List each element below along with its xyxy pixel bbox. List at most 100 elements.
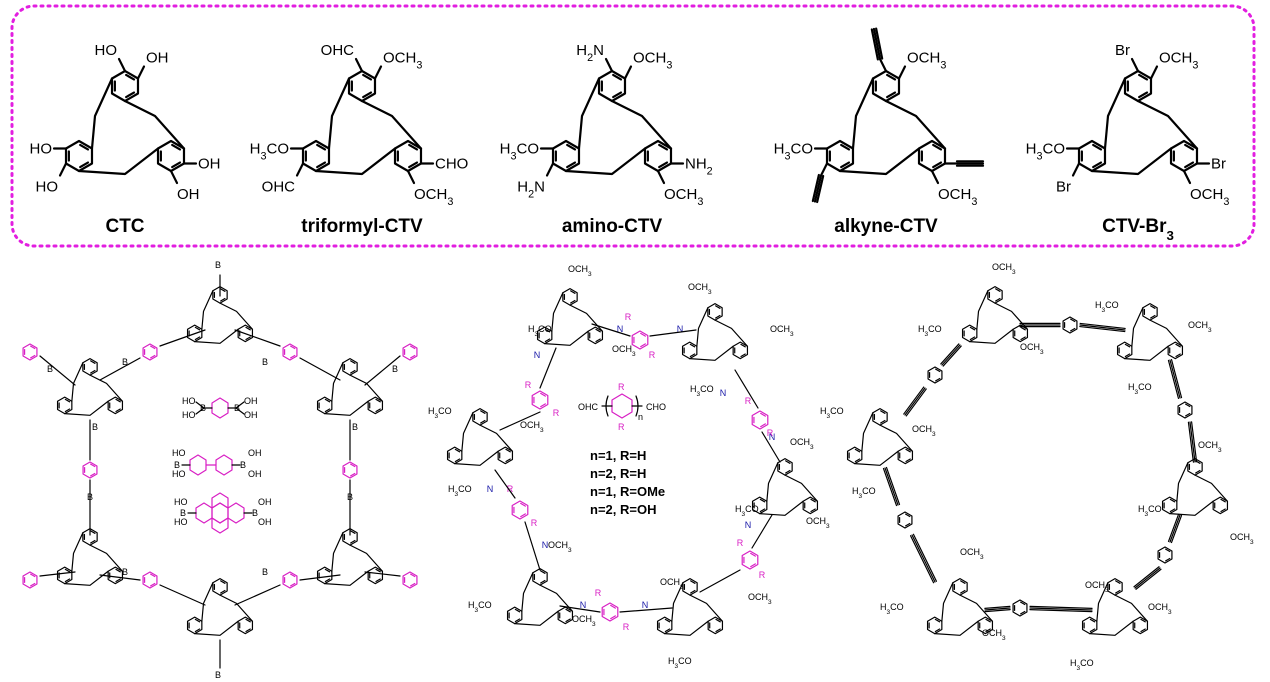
alkyne-link	[984, 608, 1011, 613]
double-bond	[194, 336, 201, 341]
methylene-bridge	[564, 147, 647, 176]
boron-label: B	[262, 567, 268, 577]
double-bond	[854, 448, 861, 453]
substituent-bond	[930, 169, 940, 185]
methylene-bridge	[514, 610, 559, 626]
linker-boron-atom: B	[234, 403, 240, 413]
double-bond	[90, 530, 96, 534]
imine-bond	[734, 369, 759, 409]
double-bond	[410, 582, 416, 587]
double-bond	[220, 297, 226, 302]
monomer-name: triformyl-CTV	[301, 216, 423, 237]
methoxy-label: OCH3	[660, 577, 684, 591]
double-bond	[740, 353, 746, 358]
network-bond	[299, 357, 341, 381]
methylene-bridge	[77, 147, 160, 176]
substituent-label: OCH3	[907, 50, 946, 72]
double-bond	[30, 345, 36, 350]
double-bond	[480, 410, 486, 414]
double-bond	[565, 618, 571, 623]
methoxy-label: H3CO	[852, 486, 876, 500]
double-bond	[220, 288, 226, 292]
linker-aryl	[511, 500, 529, 520]
double-bond	[125, 73, 136, 81]
double-bond	[740, 343, 746, 348]
double-bond	[64, 408, 71, 413]
double-bond	[350, 530, 356, 534]
double-bond	[520, 502, 526, 507]
double-bond	[90, 369, 96, 374]
substituent-label: OHC	[262, 179, 296, 196]
double-bond	[194, 628, 201, 633]
double-bond	[520, 513, 526, 518]
imine-nitrogen: N	[617, 324, 624, 334]
double-bond	[905, 458, 911, 463]
alkyne-link	[1170, 358, 1183, 399]
double-bond	[760, 412, 766, 417]
methylene-bridge	[1096, 582, 1109, 622]
double-bond	[1020, 326, 1026, 331]
methylene-bridge	[1103, 77, 1127, 150]
substituent-bond	[117, 57, 127, 73]
substituent-bond	[58, 162, 68, 177]
double-bond	[1184, 161, 1195, 169]
linker-inset-bpdba: HO HO B B OH OH	[172, 448, 262, 479]
monomer-name: alkyne-CTV	[834, 216, 938, 237]
double-bond	[880, 410, 886, 414]
network-bond	[234, 329, 281, 347]
double-bond	[905, 522, 911, 527]
alkyne-link	[984, 607, 1011, 611]
double-bond	[1092, 143, 1103, 151]
methylene-bridge	[759, 500, 804, 516]
spacer-phenyl	[1177, 401, 1193, 419]
double-bond	[1165, 557, 1171, 562]
substituent-label: OHC	[321, 42, 355, 59]
linker-oh: OH	[258, 497, 272, 507]
dialdehyde-ohc: OHC	[578, 402, 599, 412]
substituent-label: OCH3	[633, 50, 672, 72]
substituent-label: OCH3	[1190, 186, 1229, 208]
substituent-bond	[406, 169, 416, 185]
substituent-label: OH	[198, 156, 221, 173]
double-bond	[324, 578, 331, 583]
imine-nitrogen: N	[745, 520, 752, 530]
methylene-bridge	[1176, 462, 1189, 502]
double-bond	[886, 73, 897, 81]
linker-ho: HO	[172, 469, 186, 479]
alkyne-link	[884, 467, 899, 506]
methylene-bridge	[861, 412, 874, 452]
methylene-bridge	[331, 532, 344, 572]
methylene-bridge	[71, 362, 84, 402]
methylene-bridge	[1124, 345, 1169, 361]
spacer-phenyl	[897, 511, 913, 529]
methylene-bridge	[201, 290, 214, 330]
methoxy-label: OCH3	[1198, 440, 1222, 454]
imine-nitrogen: N	[487, 484, 494, 494]
methylene-bridge	[1169, 500, 1214, 516]
substituent-label: H2N	[517, 179, 545, 201]
methoxy-label: OCH3	[982, 628, 1006, 642]
network-bond	[364, 571, 401, 577]
linker-condition-list: n=1, R=H n=2, R=H n=1, R=OMe n=2, R=OH	[590, 448, 665, 517]
substituent-label: OCH3	[938, 186, 977, 208]
alkyne-link	[1135, 568, 1162, 590]
double-bond	[1140, 618, 1146, 623]
linker-boron-atom: B	[252, 508, 258, 518]
methoxy-label: OCH3	[1020, 342, 1044, 356]
dialdehyde-inset: OHC CHO R R n	[578, 382, 666, 432]
double-bond	[1092, 161, 1103, 169]
double-bond	[505, 448, 511, 453]
r-group: R	[767, 428, 774, 438]
imine-bond	[699, 569, 741, 593]
linker-aryl	[601, 602, 619, 622]
linker-ho: HO	[174, 517, 188, 527]
double-bond	[760, 423, 766, 428]
methylene-bridge	[1089, 620, 1134, 636]
monomer-name: amino-CTV	[562, 216, 663, 237]
boron-label: B	[352, 422, 358, 432]
double-bond	[324, 568, 331, 573]
network-bond	[364, 355, 401, 386]
alkyne-link	[941, 344, 961, 366]
double-bond	[30, 573, 36, 578]
linker-phenyl	[402, 571, 418, 589]
